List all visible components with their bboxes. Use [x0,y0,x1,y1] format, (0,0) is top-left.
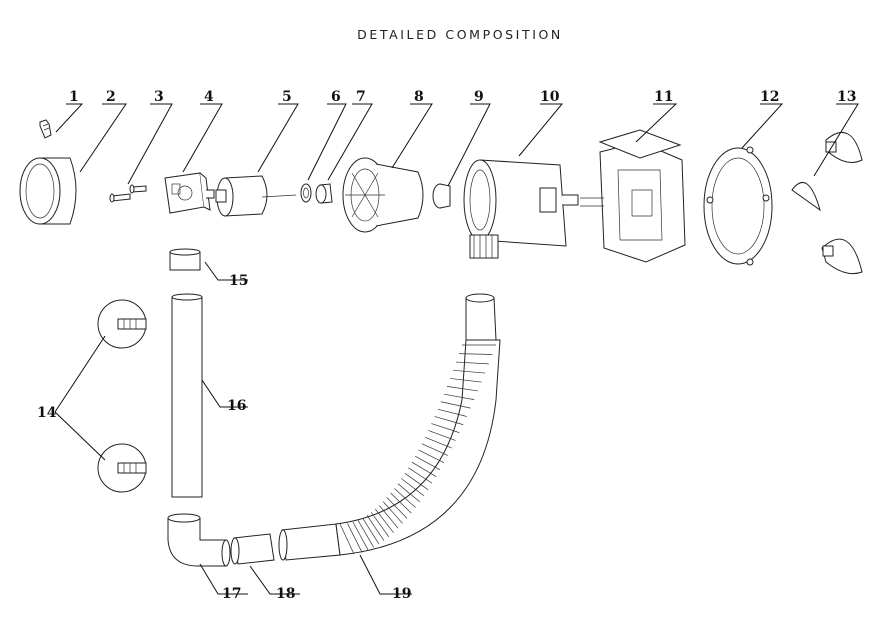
hose-rib [394,488,416,508]
label-13: 13 [837,89,856,105]
hose-rib [390,492,412,514]
label-18: 18 [276,586,295,602]
part-1-barb-icon [39,119,52,139]
hose-rib [382,501,403,524]
diagram-title: DETAILED COMPOSITION [357,27,563,42]
hose-rib [397,483,421,503]
hose-rib [378,505,399,529]
hose-rib [421,443,448,456]
hose-rib [449,378,482,383]
hose-rib [414,455,441,471]
label-16: 16 [227,398,246,414]
hose-rib [375,508,394,533]
label-17: 17 [222,586,241,602]
hose-rib [443,393,475,400]
part-5-motor-icon [215,175,297,217]
part-labels: 1 2 3 4 5 6 7 8 9 10 11 12 13 14 15 16 1… [37,89,856,602]
part-4-bracket-icon [164,172,215,214]
hose-rib [339,523,355,555]
hose-rib [357,519,375,548]
label-6: 6 [331,89,341,105]
hose-rib [418,449,445,464]
label-2: 2 [106,89,116,105]
hose-rib [459,353,493,355]
part-11-volute-icon [580,129,686,263]
label-1: 1 [69,89,79,105]
part-10-housing-icon [463,159,579,259]
hose-rib [411,461,437,477]
part-16-tube-icon [171,293,203,498]
part-3-screws-icon [109,184,147,203]
part-14-suction-cups-icon [97,299,147,493]
label-11: 11 [654,89,673,105]
hose-rib [434,416,464,425]
part-6-ring-icon [300,183,312,203]
hose-rib [453,369,486,374]
part-13-suction-cups-icon [791,131,863,275]
label-9: 9 [474,89,484,105]
label-14: 14 [37,405,57,421]
hose-rib [428,430,456,441]
part-8-impeller-icon [342,157,424,233]
hose-rib [437,408,467,417]
label-4: 4 [204,89,214,105]
label-8: 8 [414,89,424,105]
part-17-elbow-icon [167,513,231,567]
label-19: 19 [392,586,411,602]
hose-rib [440,401,471,409]
label-10: 10 [540,89,560,105]
hose-rib [431,423,460,433]
hose-rib [408,467,433,484]
label-12: 12 [760,89,779,105]
hose-rib [386,497,408,519]
hose-rib [446,386,478,392]
part-12-cover-plate-icon [703,146,773,266]
label-7: 7 [356,89,366,105]
hose-rib [401,478,425,497]
label-5: 5 [282,89,292,105]
hose-rib [456,361,489,365]
label-15: 15 [229,273,248,289]
part-2-cap-icon [19,157,77,225]
hose-rib [352,521,369,551]
part-9-cup-icon [432,183,451,209]
label-3: 3 [154,89,164,105]
part-18-coupling-icon [230,533,275,565]
hose-rib [424,436,452,449]
part-15-sleeve-icon [169,248,201,271]
leader-lines [54,103,859,595]
hose-rib [362,517,380,545]
hose-rib [404,473,429,490]
part-7-bushing-icon [315,183,333,204]
hose-rib [366,515,385,541]
hose-rib [347,523,363,553]
part-19-flexible-hose-icon [278,293,501,561]
hose-rib [370,512,390,538]
